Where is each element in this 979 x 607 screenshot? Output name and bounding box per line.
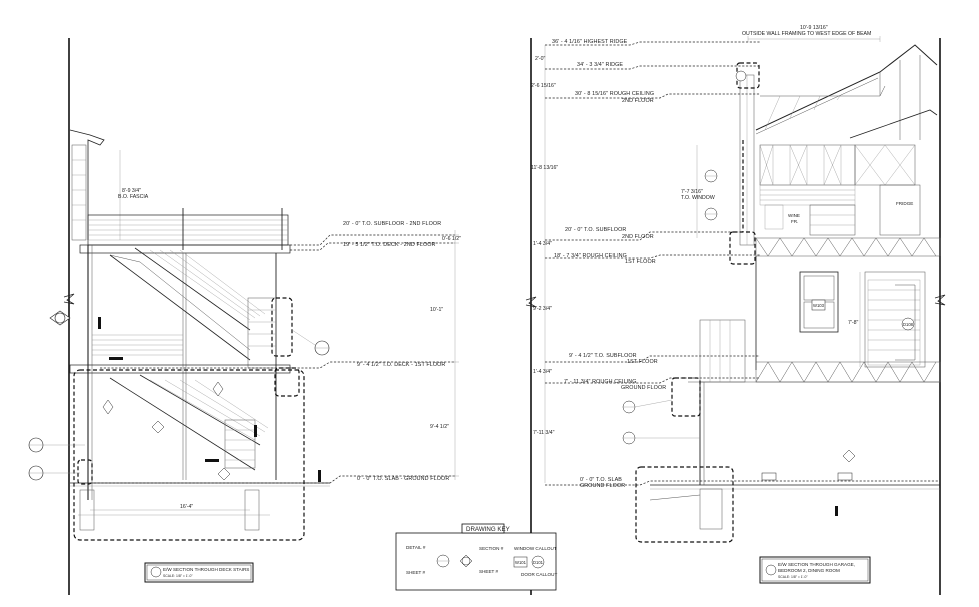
window-dim-value: 7'-7 3/16" <box>681 189 703 195</box>
break-mark-left <box>63 293 75 305</box>
detail-boundary-post <box>271 297 293 357</box>
top-note-value: 10'-9 13/16" <box>800 25 828 31</box>
drawing-key-title: DRAWING KEY <box>466 526 510 533</box>
lvl-slab-sub: GROUND FLOOR <box>580 483 625 489</box>
fascia-dimension: 8'-9 3/4" <box>122 188 141 194</box>
window-w103 <box>799 271 839 333</box>
detail-boundary-beam <box>274 367 300 397</box>
door-tag-circle <box>901 317 915 331</box>
right-callouts <box>622 70 747 445</box>
lvl-rough-ceiling-2nd: 30' - 8 15/16" ROUGH CEILING <box>575 91 654 97</box>
detail-box-2nd-floor <box>729 231 756 265</box>
detail-callout-left-2 <box>28 465 80 481</box>
door-height-dim: 7'-8" <box>848 320 858 326</box>
room-wine: WINE <box>788 213 800 218</box>
key-sheet-right-label: SHEET # <box>479 569 499 574</box>
room-fridge: FRIDGE <box>896 201 913 206</box>
key-door-callout: DOOR CALLOUT <box>521 572 557 577</box>
right-dim-f: 1'-4 3/4" <box>533 369 552 375</box>
right-title-line2: BEDROOM 2, DINING ROOM <box>778 568 840 573</box>
left-dim-d2: 10'-1" <box>430 307 443 313</box>
lvl-rough-ceiling-ground-sub: GROUND FLOOR <box>621 385 666 391</box>
section-marker-left <box>49 310 71 326</box>
detail-callout-post <box>291 329 330 356</box>
lvl-rough-ceiling-1st-sub: 1ST FLOOR <box>625 259 656 265</box>
section-markers-interior <box>102 381 231 481</box>
right-dim-b: 2'-6 15/16" <box>531 83 556 89</box>
drawing-key: DRAWING KEY DETAIL # SHEET # SECTION # S… <box>395 523 557 591</box>
lvl-subfloor-2nd-sub: 2ND FLOOR <box>622 234 654 240</box>
key-door-tag-circle <box>531 555 545 569</box>
left-title-block: E/W SECTION THROUGH DECK STAIRS SCALE: 1… <box>144 562 254 583</box>
key-sheet-left-label: SHEET # <box>406 570 426 575</box>
key-section-label: SECTION # <box>479 546 504 551</box>
lvl-rough-ceiling-ground: 7' - 11 3/4" ROUGH CEILING <box>564 379 637 385</box>
right-dim-d: 1'-4 3/4" <box>533 241 552 247</box>
right-dim-a: 2'-0" <box>535 56 545 62</box>
deck-width-dimension: 16'-4" <box>180 504 193 510</box>
left-title: E/W SECTION THROUGH DECK STAIRS <box>163 567 249 572</box>
break-mark-right <box>934 294 946 306</box>
left-dim-d3: 9'-4 1/2" <box>430 424 449 430</box>
lvl-subfloor-2nd: 20' - 0" T.O. SUBFLOOR <box>565 227 626 233</box>
detail-box-foundation <box>635 466 734 543</box>
right-title-line1: E/W SECTION THROUGH GARAGE, <box>778 562 855 567</box>
right-scale: SCALE: 1/8" = 1'-0" <box>778 575 808 579</box>
top-note-text: OUTSIDE WALL FRAMING TO WEST EDGE OF BEA… <box>742 31 871 37</box>
room-fr: FR. <box>791 219 798 224</box>
left-level-deck-1st: 9' - 4 1/2" T.O. DECK - 1ST FLOOR <box>357 362 445 368</box>
key-window-callout: WINDOW CALLOUT <box>514 546 557 551</box>
lvl-rough-ceiling-1st: 18' - 7 3/4" ROUGH CEILING <box>554 253 627 259</box>
left-level-subfloor-2nd: 20' - 0" T.O. SUBFLOOR - 2ND FLOOR <box>343 221 441 227</box>
lvl-subfloor-1st-sub: 1ST FLOOR <box>627 359 658 365</box>
window-dim-label: T.O. WINDOW <box>681 195 715 201</box>
lvl-highest-ridge: 36' - 4 1/16" HIGHEST RIDGE <box>552 39 628 45</box>
detail-boundary-footing <box>77 459 93 485</box>
key-door-tag: D101 <box>533 560 544 565</box>
left-level-deck-2nd: 19' - 5 1/2" T.O. DECK - 2ND FLOOR <box>343 242 436 248</box>
break-mark-center <box>525 296 537 308</box>
window-tag-w103: W103 <box>813 303 825 308</box>
door-tag-d108: D108 <box>903 322 914 327</box>
key-detail-label: DETAIL # <box>406 545 426 550</box>
left-section-drawing: 8'-9 3/4" B.O. FASCIA <box>28 129 461 583</box>
left-scale: SCALE: 1/8" = 1'-0" <box>163 574 193 578</box>
right-section-drawing: 10'-9 13/16" OUTSIDE WALL FRAMING TO WES… <box>531 25 941 584</box>
detail-callout-left-1 <box>28 437 85 453</box>
lvl-rough-ceiling-2nd-sub: 2ND FLOOR <box>622 98 654 104</box>
key-window-tag-box <box>513 556 528 568</box>
detail-boundary-lower <box>73 369 305 541</box>
lvl-subfloor-1st: 9' - 4 1/2" T.O. SUBFLOOR <box>569 353 637 359</box>
left-dim-d1: 0'-6 1/2" <box>442 236 461 242</box>
key-window-tag: W101 <box>515 560 527 565</box>
right-dim-g: 7'-11 3/4" <box>533 430 555 436</box>
right-title-block: E/W SECTION THROUGH GARAGE, BEDROOM 2, D… <box>759 556 871 584</box>
right-dim-e: 9'-2 3/4" <box>533 306 552 312</box>
right-dim-c: 11'-8 13/16" <box>531 165 558 171</box>
left-level-slab-ground: 0' - 0" T.O. SLAB - GROUND FLOOR <box>357 476 449 482</box>
lvl-ridge: 34' - 3 3/4" RIDGE <box>577 62 623 68</box>
lvl-slab: 0' - 0" T.O. SLAB <box>580 477 622 483</box>
fascia-label: B.O. FASCIA <box>118 194 149 200</box>
detail-box-ground-ceiling <box>671 377 701 417</box>
